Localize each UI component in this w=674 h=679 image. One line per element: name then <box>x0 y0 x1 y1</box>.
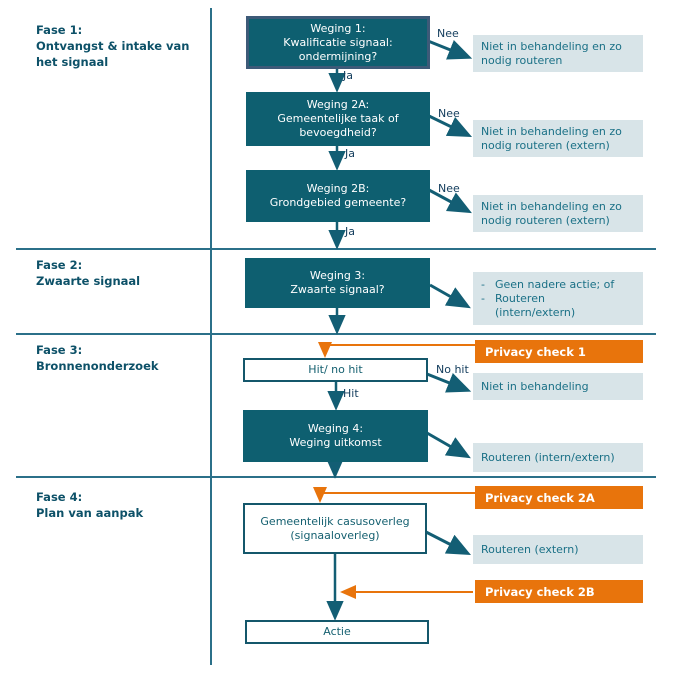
weging-3-box: Weging 3: Zwaarte signaal? <box>245 258 430 308</box>
hit-label: Hit <box>343 387 359 400</box>
arrow-weging3-right <box>429 283 471 309</box>
outcome-option-1: - Geen nadere actie; of <box>481 277 615 291</box>
arrow-weging1-nee <box>427 39 473 60</box>
weging-2a-box: Weging 2A: Gemeentelijke taak of bevoegd… <box>246 92 430 146</box>
bullet-dash: - <box>481 277 485 291</box>
nee-label-2: Nee <box>438 107 460 120</box>
arrow-casusoverleg-right <box>425 530 472 556</box>
arrow-weging4-right <box>426 431 471 459</box>
ja-label-3: Ja <box>345 225 355 238</box>
arrow-hit-no-hit <box>426 372 472 393</box>
privacy-check-1-box: Privacy check 1 <box>475 340 643 363</box>
weging-1-box: Weging 1: Kwalificatie signaal: ondermij… <box>246 16 430 69</box>
ja-label-1: Ja <box>343 69 353 82</box>
weging-4-box: Weging 4: Weging uitkomst <box>243 410 428 462</box>
phase-4-label: Fase 4: Plan van aanpak <box>36 490 144 520</box>
outcome-routeren-extern: Routeren (extern) <box>473 535 643 564</box>
casusoverleg-box: Gemeentelijk casusoverleg (signaaloverle… <box>243 503 427 554</box>
outcome-option-2: - Routeren (intern/extern) <box>481 291 576 319</box>
bullet-dash: - <box>481 291 485 305</box>
hit-no-hit-box: Hit/ no hit <box>243 358 428 382</box>
outcome-weging3-options: - Geen nadere actie; of - Routeren (inte… <box>473 272 643 325</box>
nee-label-3: Nee <box>438 182 460 195</box>
privacy-check-2b-box: Privacy check 2B <box>475 580 643 603</box>
outcome-routeren-intern-extern: Routeren (intern/extern) <box>473 443 643 472</box>
outcome-niet-in-behandeling-routeren: Niet in behandeling en zo nodig routeren <box>473 35 643 72</box>
ja-label-2: Ja <box>345 147 355 160</box>
privacy-check-2a-box: Privacy check 2A <box>475 486 643 509</box>
phase-1-label: Fase 1: Ontvangst & intake van het signa… <box>36 23 190 69</box>
nee-label-1: Nee <box>437 27 459 40</box>
no-hit-label: No hit <box>436 363 469 376</box>
weging-2b-box: Weging 2B: Grondgebied gemeente? <box>246 170 430 222</box>
phase-3-label: Fase 3: Bronnenonderzoek <box>36 343 159 373</box>
arrow-privacy1-to-hit <box>318 342 475 358</box>
arrow-privacy2a-to-casusoverleg <box>313 487 475 503</box>
actie-box: Actie <box>245 620 429 644</box>
phase-2-label: Fase 2: Zwaarte signaal <box>36 258 141 288</box>
outcome-niet-in-behandeling-extern-1: Niet in behandeling en zo nodig routeren… <box>473 120 643 157</box>
outcome-niet-in-behandeling: Niet in behandeling <box>473 373 643 400</box>
outcome-niet-in-behandeling-extern-2: Niet in behandeling en zo nodig routeren… <box>473 195 643 232</box>
